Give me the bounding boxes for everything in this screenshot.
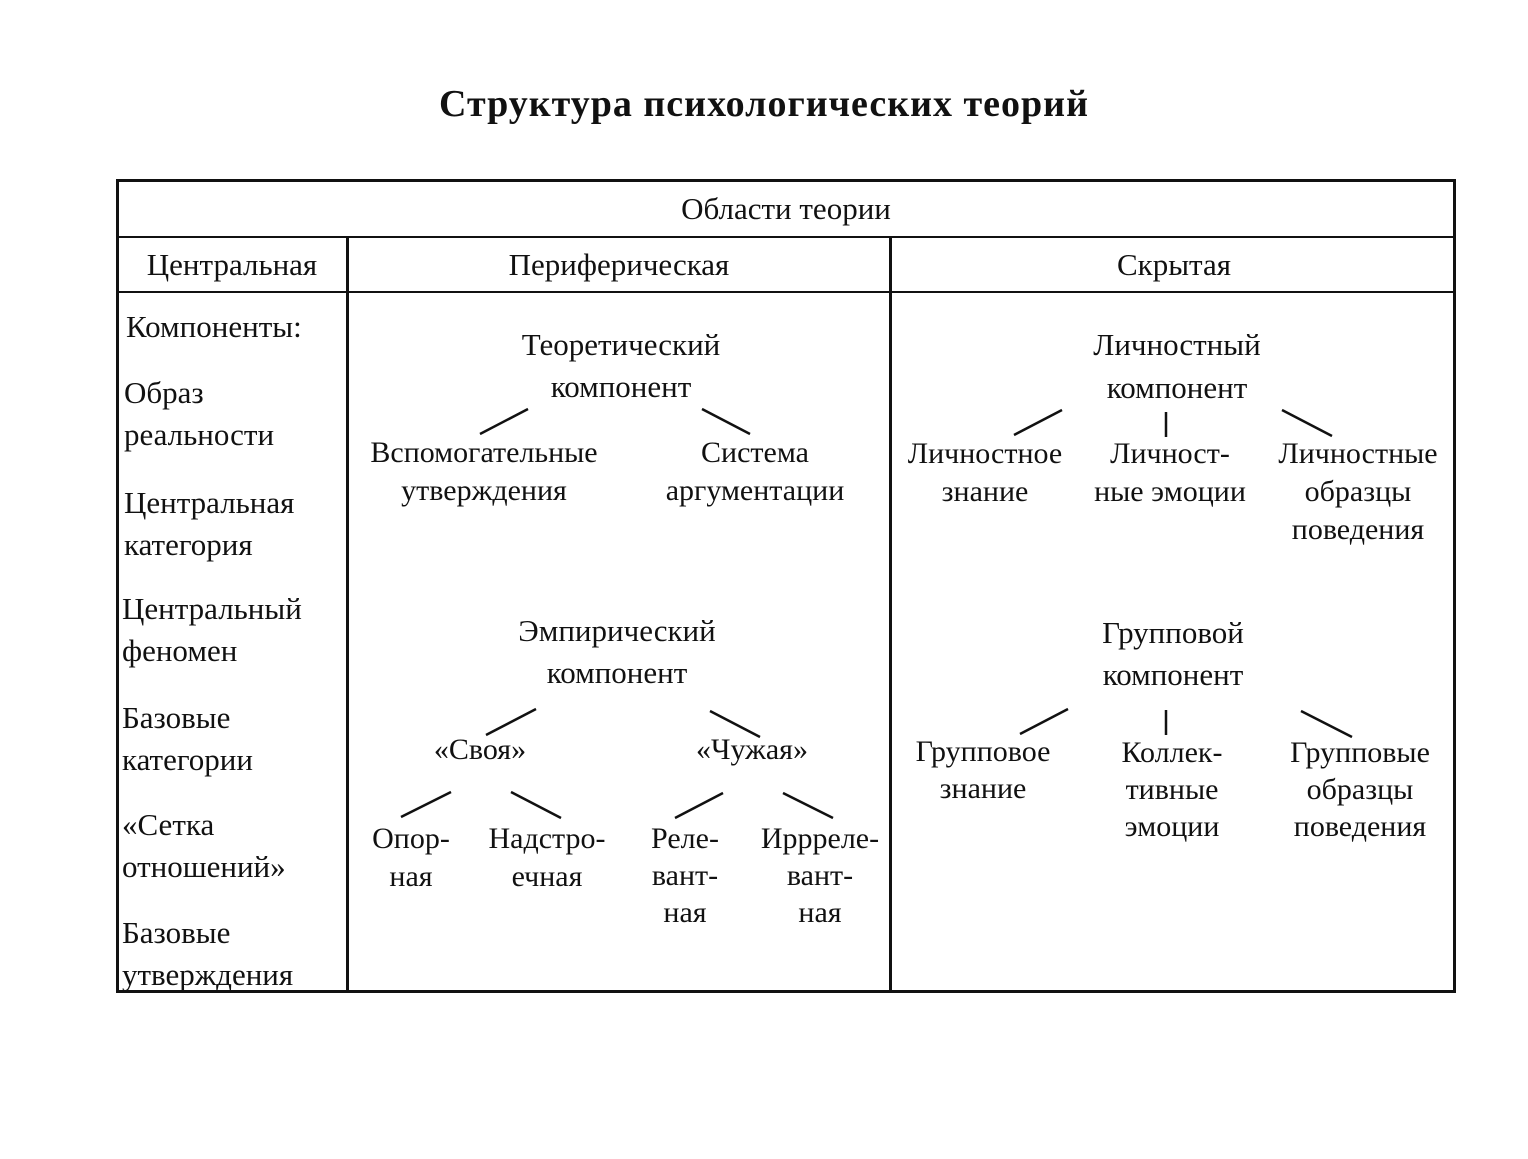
connector-line: [400, 790, 452, 819]
theoretical-component-title: Теоретический: [521, 327, 721, 362]
group-component-title: Групповой: [1102, 615, 1244, 650]
empirical-component-title: компонент: [546, 655, 688, 690]
theory-structure-table: [116, 179, 1456, 993]
own-practice: «Своя»: [433, 733, 527, 766]
relevant-practice: Реле-: [651, 822, 719, 855]
central-item-label: утверждения: [122, 957, 294, 992]
column-hidden: Скрытая: [1116, 247, 1231, 282]
personal-emotions: Личност-: [1110, 437, 1230, 470]
components-heading: Компоненты:: [126, 309, 302, 344]
connector-line: [479, 407, 529, 436]
group-knowledge: Групповое: [915, 735, 1051, 768]
empirical-component-title: Эмпирический: [518, 613, 716, 648]
column-divider-1: [346, 236, 349, 993]
personal-component-title: компонент: [1106, 370, 1248, 405]
central-item-label: Центральный: [122, 591, 302, 626]
group-behavior-patterns: Групповые: [1290, 736, 1430, 769]
central-item-label: Базовые: [122, 700, 231, 735]
connector-line: [510, 790, 562, 820]
header-divider: [116, 236, 1456, 238]
central-item-label: отношений»: [122, 849, 286, 884]
auxiliary-statements: утверждения: [401, 474, 567, 507]
connector-line: [701, 407, 751, 436]
column-divider-2: [889, 236, 892, 993]
relevant-practice: вант-: [651, 859, 719, 892]
collective-emotions: эмоции: [1124, 810, 1220, 843]
connector-line: [1013, 408, 1063, 437]
argumentation-system: аргументации: [665, 474, 845, 507]
personal-knowledge: знание: [941, 475, 1029, 508]
personal-behavior-patterns: поведения: [1291, 513, 1425, 546]
irrelevant-practice: ная: [798, 896, 842, 929]
argumentation-system: Система: [701, 436, 809, 469]
central-item-label: Центральная: [124, 485, 295, 520]
supporting-practice: Опор-: [372, 822, 450, 855]
central-item-label: категория: [124, 527, 253, 562]
central-item-label: «Сетка: [122, 807, 215, 842]
personal-component-title: Личностный: [1093, 327, 1261, 362]
connector-line: [1300, 709, 1353, 739]
supporting-practice: ная: [389, 860, 433, 893]
superstructural-practice: Надстро-: [488, 822, 606, 855]
column-peripheral: Периферическая: [508, 247, 730, 282]
personal-emotions: ные эмоции: [1094, 475, 1246, 508]
connector-line: [709, 709, 761, 739]
connector-line: [674, 791, 724, 820]
columns-divider: [116, 291, 1456, 293]
personal-knowledge: Личностное: [907, 437, 1063, 470]
connector-line: [485, 707, 537, 737]
collective-emotions: Коллек-: [1121, 736, 1223, 769]
column-central: Центральная: [146, 247, 318, 282]
central-item-label: категории: [122, 742, 253, 777]
connector-line: [1281, 408, 1333, 438]
group-component-title: компонент: [1102, 657, 1244, 692]
personal-behavior-patterns: Личностные: [1278, 437, 1438, 470]
irrelevant-practice: Иррреле-: [760, 822, 880, 855]
superstructural-practice: ечная: [511, 860, 583, 893]
connector-line: [782, 791, 834, 820]
irrelevant-practice: вант-: [786, 859, 854, 892]
central-item-label: Образ: [124, 375, 204, 410]
group-knowledge: знание: [939, 772, 1027, 805]
collective-emotions: тивные: [1125, 773, 1219, 806]
auxiliary-statements: Вспомогательные: [370, 436, 598, 469]
relevant-practice: ная: [663, 896, 707, 929]
group-behavior-patterns: поведения: [1293, 810, 1427, 843]
group-behavior-patterns: образцы: [1306, 773, 1414, 806]
connector-line: [1019, 707, 1069, 736]
personal-behavior-patterns: образцы: [1304, 475, 1412, 508]
page-title: Структура психологических теорий: [439, 83, 1089, 125]
theoretical-component-title: компонент: [550, 369, 692, 404]
table-header: Области теории: [681, 191, 891, 226]
foreign-practice: «Чужая»: [696, 733, 808, 766]
central-item-label: Базовые: [122, 915, 231, 950]
central-item-label: феномен: [122, 633, 238, 668]
central-item-label: реальности: [124, 417, 275, 452]
